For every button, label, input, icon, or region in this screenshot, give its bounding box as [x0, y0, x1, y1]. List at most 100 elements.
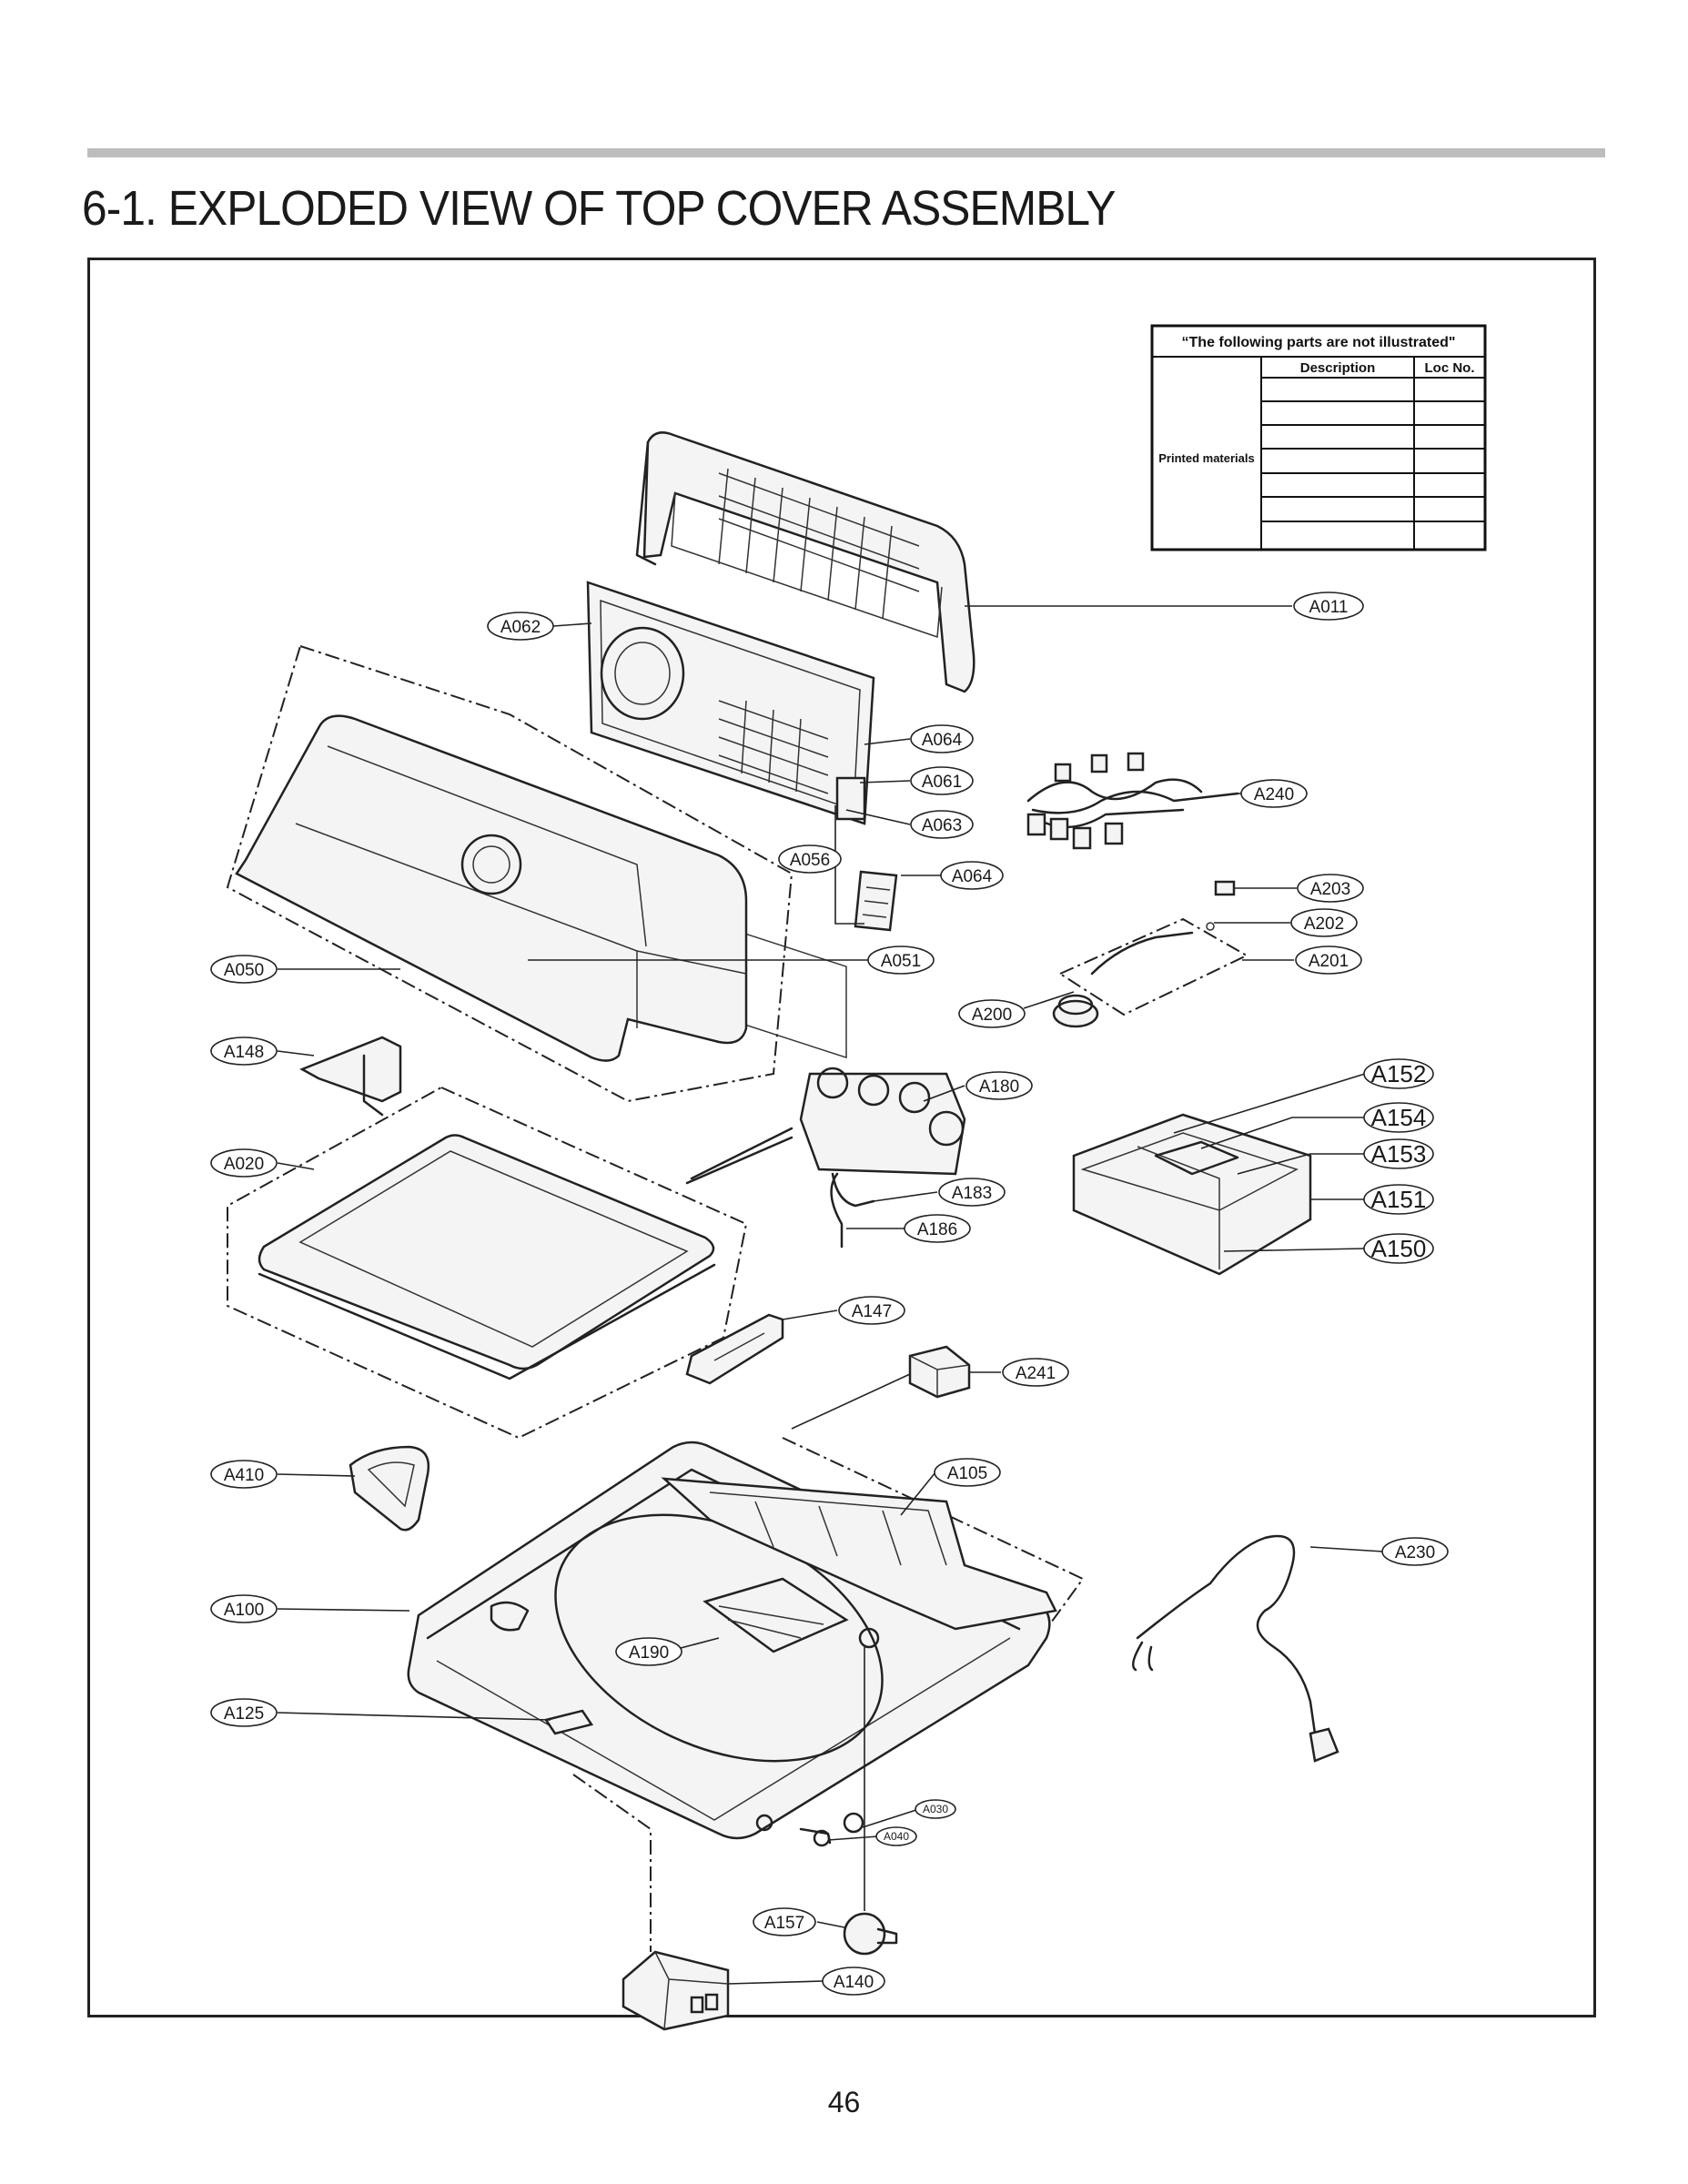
callout-a050: A050: [210, 955, 278, 984]
not-illustrated-table: “The following parts are not illustrated…: [1150, 324, 1487, 551]
callout-a241: A241: [1002, 1358, 1069, 1387]
callout-a240: A240: [1240, 779, 1308, 808]
svg-text:A180: A180: [979, 1077, 1019, 1097]
lid-part: [227, 1086, 748, 1440]
svg-text:A240: A240: [1254, 785, 1294, 804]
top-cover-part: [407, 1437, 1085, 1840]
callout-a157: A157: [753, 1907, 816, 1936]
callout-a201: A201: [1295, 945, 1362, 975]
page-number: 46: [827, 2086, 861, 2118]
table-row-group-label: Printed materials: [1158, 451, 1255, 465]
callout-a056: A056: [778, 844, 842, 874]
svg-text:A151: A151: [1371, 1186, 1427, 1213]
page-title: 6-1. EXPLODED VIEW OF TOP COVER ASSEMBLY: [82, 181, 1117, 236]
svg-text:A020: A020: [224, 1155, 264, 1174]
svg-text:A040: A040: [884, 1830, 909, 1843]
svg-text:A152: A152: [1371, 1060, 1427, 1087]
callout-a148: A148: [210, 1036, 278, 1066]
top-divider-rule: [87, 148, 1605, 157]
callout-a011: A011: [1293, 592, 1364, 621]
svg-text:A150: A150: [1371, 1235, 1427, 1262]
svg-text:A230: A230: [1395, 1543, 1435, 1562]
svg-text:A063: A063: [922, 816, 962, 835]
svg-text:A203: A203: [1310, 880, 1350, 899]
callout-a151: A151: [1363, 1184, 1434, 1215]
hinge-bracket-part: [685, 1313, 784, 1385]
rubber-cap-part: [349, 1445, 430, 1532]
leader-lines: [277, 605, 1384, 1985]
callout-a150: A150: [1363, 1233, 1434, 1264]
callout-a154: A154: [1363, 1102, 1434, 1133]
svg-text:A154: A154: [1371, 1104, 1427, 1131]
svg-text:A011: A011: [1309, 598, 1349, 617]
pressure-sensor-part: [1052, 880, 1249, 1028]
callout-a064-card: A064: [940, 861, 1004, 890]
svg-text:A100: A100: [224, 1601, 264, 1620]
callout-a062: A062: [487, 612, 554, 641]
diagram-frame: [87, 258, 1596, 2017]
control-panel-front-part: [226, 644, 793, 1103]
fastener-parts: [799, 1812, 864, 1847]
callout-a183: A183: [938, 1178, 1006, 1207]
svg-text:A201: A201: [1309, 952, 1349, 971]
callout-a203: A203: [1297, 874, 1364, 903]
control-pcb-part: [586, 581, 875, 1059]
callout-a020: A020: [210, 1148, 278, 1178]
knob-a157-part: [843, 1912, 898, 1956]
callout-a051: A051: [867, 945, 935, 975]
warranty-card-part: [854, 870, 898, 932]
callout-a186: A186: [904, 1214, 971, 1243]
callout-a061: A061: [910, 766, 974, 795]
svg-text:A030: A030: [923, 1803, 948, 1815]
table-heading: “The following parts are not illustrated…: [1182, 335, 1456, 350]
svg-text:A153: A153: [1371, 1140, 1427, 1168]
callout-a190: A190: [615, 1637, 682, 1666]
callout-labels: A011 A062 A064 A061 A063 A056 A064 A240: [210, 592, 1449, 1996]
callout-a125: A125: [210, 1698, 278, 1727]
svg-text:A202: A202: [1304, 915, 1344, 934]
callout-a153: A153: [1363, 1138, 1434, 1169]
callout-a200: A200: [958, 999, 1026, 1028]
svg-text:A157: A157: [764, 1914, 804, 1933]
water-valve-part: [685, 1067, 966, 1249]
svg-text:A148: A148: [224, 1043, 264, 1062]
svg-text:A190: A190: [629, 1643, 669, 1663]
svg-text:A140: A140: [834, 1973, 874, 1992]
svg-text:A064: A064: [922, 731, 963, 750]
control-box-a140-part: [622, 1950, 730, 2031]
connector-a241-part: [908, 1345, 971, 1399]
callout-a202: A202: [1290, 908, 1358, 937]
callout-a410: A410: [210, 1460, 278, 1489]
svg-text:A410: A410: [224, 1466, 264, 1485]
svg-text:A183: A183: [952, 1184, 992, 1203]
wiring-harness-part: [1026, 752, 1239, 850]
svg-text:A186: A186: [917, 1220, 957, 1239]
callout-a064: A064: [910, 724, 974, 753]
callout-a030: A030: [915, 1799, 956, 1819]
callout-a152: A152: [1363, 1058, 1434, 1089]
svg-text:A050: A050: [224, 961, 264, 980]
control-panel-cover-part: [635, 431, 975, 693]
callout-a147: A147: [838, 1296, 905, 1325]
callout-a063: A063: [910, 810, 974, 839]
callout-a100: A100: [210, 1594, 278, 1623]
table-header-loc-no: Loc No.: [1425, 360, 1475, 376]
svg-text:A105: A105: [947, 1464, 987, 1483]
svg-text:A147: A147: [852, 1302, 892, 1321]
svg-text:A125: A125: [224, 1704, 264, 1724]
svg-text:A064: A064: [952, 867, 993, 886]
callout-a180: A180: [965, 1071, 1033, 1100]
detergent-drawer-part: [1072, 1113, 1312, 1276]
callout-a105: A105: [934, 1458, 1001, 1487]
bracket-a148-part: [299, 1036, 402, 1117]
svg-text:A056: A056: [790, 851, 830, 870]
svg-text:A061: A061: [922, 773, 962, 792]
svg-text:A200: A200: [972, 1006, 1012, 1025]
svg-text:A241: A241: [1016, 1364, 1056, 1383]
svg-text:A051: A051: [881, 952, 921, 971]
callout-a040: A040: [875, 1826, 917, 1846]
svg-text:A062: A062: [500, 618, 541, 637]
power-cord-part: [1131, 1534, 1339, 1763]
callout-a230: A230: [1381, 1537, 1449, 1566]
